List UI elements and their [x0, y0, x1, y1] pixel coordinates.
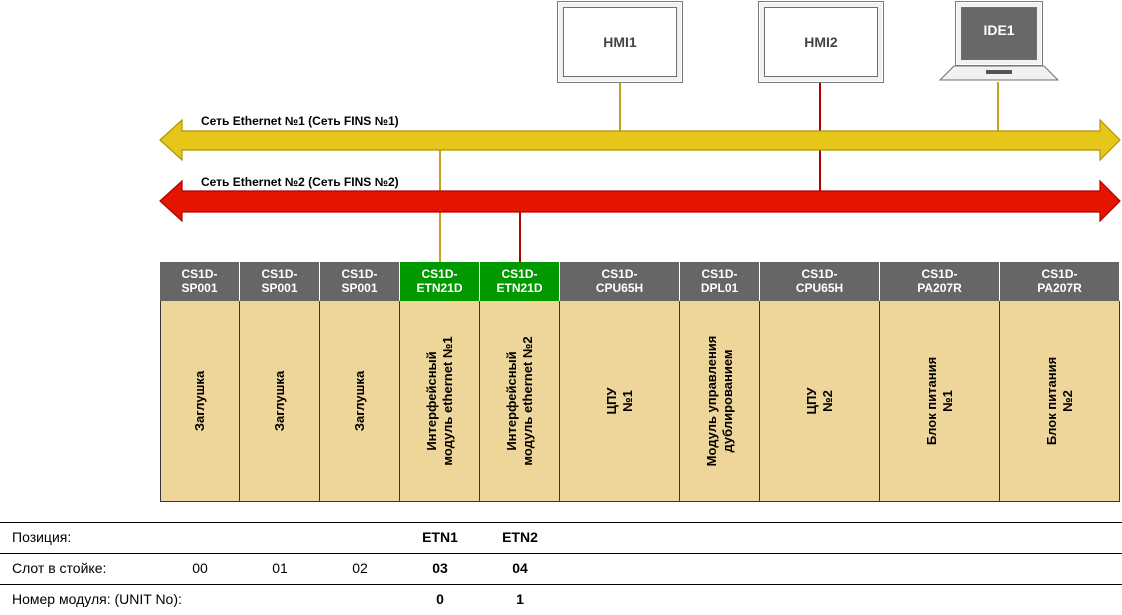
- hmi2-station: HMI2: [758, 1, 884, 83]
- ethernet2-label: Сеть Ethernet №2 (Сеть FINS №2): [201, 175, 399, 189]
- module-model: CS1D- CPU65H: [760, 262, 880, 301]
- module-body: Блок питания №2: [1000, 301, 1120, 502]
- hmi1-station: HMI1: [557, 1, 683, 83]
- module-model: CS1D- SP001: [160, 262, 240, 301]
- row-label: Слот в стойке:: [12, 560, 107, 576]
- ethernet1-arrow: [159, 118, 1121, 162]
- module-model: CS1D- ETN21D: [480, 262, 560, 301]
- rack-module: CS1D- ETN21D Интерфейсный модуль ethernet…: [480, 262, 560, 502]
- module-description: Блок питания №2: [1043, 356, 1075, 446]
- module-description: Интерфейсный модуль ethernet №2: [503, 336, 535, 466]
- table-cell: 04: [512, 560, 528, 576]
- table-row: Позиция: ETN1 ETN2: [0, 522, 1122, 553]
- table-cell: 0: [436, 591, 444, 607]
- row-label: Позиция:: [12, 529, 72, 545]
- module-model: CS1D- ETN21D: [400, 262, 480, 301]
- rack-module: CS1D- CPU65H ЦПУ №2: [760, 262, 880, 502]
- module-description: ЦПУ №2: [803, 387, 835, 415]
- module-model: CS1D- DPL01: [680, 262, 760, 301]
- module-body: Интерфейсный модуль ethernet №2: [480, 301, 560, 502]
- module-description: Заглушка: [271, 370, 287, 432]
- rack-module: CS1D- ETN21D Интерфейсный модуль ethernet…: [400, 262, 480, 502]
- ide1-laptop-screen: IDE1: [955, 1, 1043, 66]
- ide1-label: IDE1: [983, 22, 1015, 38]
- laptop-touchpad: [986, 70, 1012, 74]
- table-cell: 01: [272, 560, 288, 576]
- table-cell: 03: [432, 560, 448, 576]
- ethernet1-label: Сеть Ethernet №1 (Сеть FINS №1): [201, 114, 399, 128]
- rack-module: CS1D- CPU65H ЦПУ №1: [560, 262, 680, 502]
- hmi2-label: HMI2: [804, 34, 838, 50]
- module-model: CS1D- SP001: [320, 262, 400, 301]
- table-cell: 1: [516, 591, 524, 607]
- module-model: CS1D- PA207R: [1000, 262, 1120, 301]
- rack-module: CS1D- PA207R Блок питания №2: [1000, 262, 1120, 502]
- module-body: Интерфейсный модуль ethernet №1: [400, 301, 480, 502]
- table-cell: ETN2: [502, 529, 538, 545]
- rack-module: CS1D- PA207R Блок питания №1: [880, 262, 1000, 502]
- module-description: Заглушка: [351, 370, 367, 432]
- module-model: CS1D- PA207R: [880, 262, 1000, 301]
- module-model: CS1D- CPU65H: [560, 262, 680, 301]
- module-body: Заглушка: [240, 301, 320, 502]
- module-body: Блок питания №1: [880, 301, 1000, 502]
- table-row: Номер модуля: (UNIT No): 0 1: [0, 584, 1122, 615]
- ethernet2-arrow: [159, 179, 1121, 223]
- module-description: Модуль управления дублированием: [703, 335, 735, 467]
- module-description: Блок питания №1: [923, 356, 955, 446]
- module-body: Модуль управления дублированием: [680, 301, 760, 502]
- module-body: ЦПУ №2: [760, 301, 880, 502]
- table-row: Слот в стойке: 00 01 02 03 04: [0, 553, 1122, 584]
- row-label: Номер модуля: (UNIT No):: [12, 591, 182, 607]
- module-description: Интерфейсный модуль ethernet №1: [423, 336, 455, 466]
- module-description: ЦПУ №1: [603, 387, 635, 415]
- module-body: ЦПУ №1: [560, 301, 680, 502]
- table-cell: 02: [352, 560, 368, 576]
- module-body: Заглушка: [320, 301, 400, 502]
- module-body: Заглушка: [160, 301, 240, 502]
- module-description: Заглушка: [192, 370, 207, 432]
- table-cell: 00: [192, 560, 208, 576]
- table-cell: ETN1: [422, 529, 458, 545]
- module-model: CS1D- SP001: [240, 262, 320, 301]
- hmi1-label: HMI1: [603, 34, 637, 50]
